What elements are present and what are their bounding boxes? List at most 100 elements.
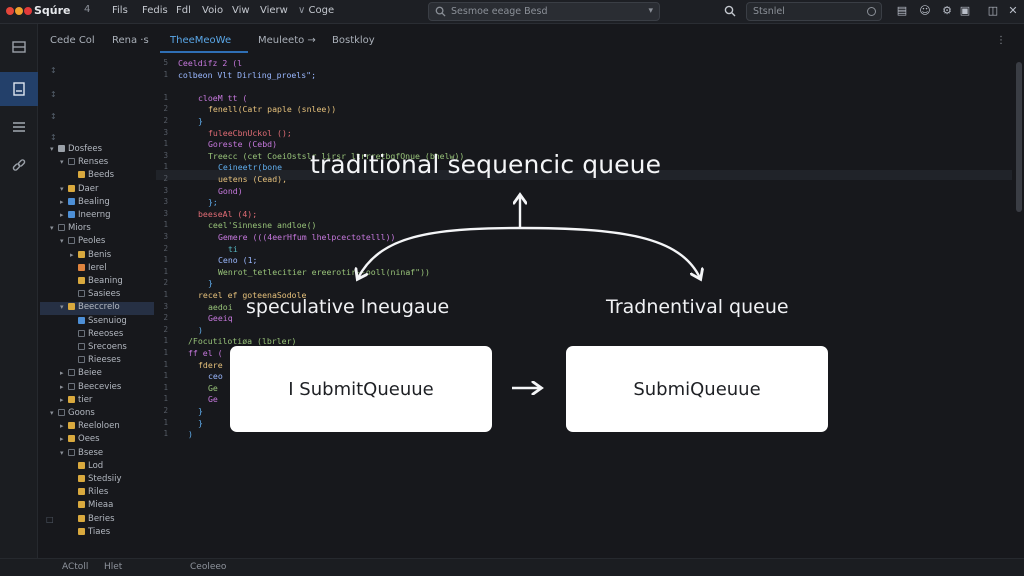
- menu-item[interactable]: Fedis: [142, 5, 168, 16]
- menu-item[interactable]: Voio: [202, 5, 224, 16]
- code-line[interactable]: ): [198, 324, 203, 335]
- code-line[interactable]: ceo: [208, 371, 223, 382]
- status-mid[interactable]: Hlet: [104, 562, 123, 572]
- code-line[interactable]: Gond): [218, 185, 243, 196]
- tree-caret-icon[interactable]: ▸: [60, 211, 64, 219]
- tree-caret-icon[interactable]: ▸: [70, 250, 74, 259]
- tree-item[interactable]: ▾Renses: [40, 157, 154, 170]
- tree-caret-icon[interactable]: ▸: [60, 382, 64, 391]
- tree-item[interactable]: ▾Goons: [40, 408, 154, 421]
- code-line[interactable]: Ge: [208, 382, 218, 393]
- tree-item[interactable]: Beeds: [40, 170, 154, 183]
- tree-caret-icon[interactable]: ▸: [60, 395, 64, 404]
- tree-item[interactable]: ▸Reeloloen: [40, 421, 154, 434]
- tree-item[interactable]: Srecoens: [40, 342, 154, 355]
- menu-item[interactable]: Fdl: [176, 5, 191, 16]
- tab-meuleeto[interactable]: Meuleeto →: [258, 35, 316, 46]
- code-line[interactable]: beeseAl (4);: [198, 208, 258, 219]
- tree-item[interactable]: ▾Bsese: [40, 448, 154, 461]
- tree-item[interactable]: ▸Benis: [40, 250, 154, 263]
- code-line[interactable]: }: [208, 278, 213, 289]
- tree-item[interactable]: Beries: [40, 514, 154, 527]
- status-left[interactable]: ACtoll: [62, 562, 89, 572]
- editor-scrollbar[interactable]: [1016, 62, 1022, 212]
- tree-caret-icon[interactable]: ▾: [60, 303, 64, 312]
- fold-marker[interactable]: ↕: [50, 66, 57, 75]
- tree-caret-icon[interactable]: ▾: [50, 224, 54, 233]
- code-line[interactable]: }: [198, 116, 203, 126]
- tab-active[interactable]: TheeMeoWe: [170, 35, 232, 46]
- tree-item[interactable]: Mieaa: [40, 500, 154, 513]
- close-icon[interactable]: ✕: [1008, 4, 1018, 17]
- search-icon[interactable]: [724, 5, 736, 17]
- tree-item[interactable]: Ssenuiog: [40, 316, 154, 329]
- code-line[interactable]: Ceeldifz 2 (l: [178, 58, 243, 68]
- code-line[interactable]: ceel'Sinnesne andloe(): [208, 220, 317, 231]
- close-window-button[interactable]: [6, 7, 14, 15]
- code-line[interactable]: Ceno (1;: [218, 255, 258, 266]
- filter-input[interactable]: Stsnlel: [746, 2, 882, 21]
- tree-item[interactable]: ▾Dosfees: [40, 144, 154, 157]
- code-line[interactable]: Gemere (((4eerHfum lhelpcectotelll)): [218, 232, 396, 242]
- tree-caret-icon[interactable]: ▸: [60, 197, 64, 206]
- tree-item[interactable]: Rieeses: [40, 355, 154, 368]
- code-line[interactable]: Wenrot_tetlecitier ereerotir--ooll(ninaf…: [218, 266, 430, 277]
- code-line[interactable]: aedoi: [208, 301, 233, 312]
- tree-item[interactable]: Riles: [40, 487, 154, 500]
- tree-caret-icon[interactable]: ▾: [60, 448, 64, 457]
- tree-item[interactable]: ▾Peoles: [40, 236, 154, 249]
- files-toggle[interactable]: [0, 72, 38, 106]
- tree-caret-icon[interactable]: ▾: [60, 158, 64, 167]
- tree-caret-icon[interactable]: ▸: [60, 422, 64, 431]
- tree-caret-icon[interactable]: ▾: [50, 409, 54, 417]
- fold-marker[interactable]: ↕: [50, 133, 57, 142]
- tree-item[interactable]: ▸Oees: [40, 434, 154, 447]
- code-line[interactable]: recel ef goteenaSodole: [198, 290, 307, 300]
- tab-bostkloy[interactable]: Bostkloy: [332, 35, 375, 46]
- tab-rena[interactable]: Rena ·s: [112, 35, 149, 46]
- tree-caret-icon[interactable]: ▾: [60, 184, 64, 193]
- code-line[interactable]: /Focutilotiøa (lbrler): [188, 336, 297, 347]
- tree-caret-icon[interactable]: ▾: [60, 237, 64, 246]
- code-line[interactable]: };: [208, 197, 218, 208]
- code-line[interactable]: uetens (Cead),: [218, 174, 288, 184]
- tree-item[interactable]: ▾Beeccrelo: [40, 302, 154, 316]
- code-line[interactable]: ): [188, 429, 193, 440]
- tree-item[interactable]: Tiaes: [40, 527, 154, 540]
- code-line[interactable]: colbeon Vlt Dirling_proels";: [178, 69, 317, 80]
- code-line[interactable]: Goreste (Cebd): [208, 139, 278, 150]
- tree-item[interactable]: ▾Daer: [40, 184, 154, 197]
- extensions-icon[interactable]: ▤: [896, 4, 908, 17]
- tree-caret-icon[interactable]: ▸: [60, 369, 64, 378]
- code-line[interactable]: fdere: [198, 359, 223, 370]
- menu-item[interactable]: Viw: [232, 5, 250, 16]
- menu-item[interactable]: Vierw: [260, 5, 288, 16]
- tree-item[interactable]: Ierel: [40, 263, 154, 276]
- menu-item[interactable]: ∨ Coge: [298, 5, 334, 16]
- status-right[interactable]: Ceoleeo: [190, 562, 227, 572]
- code-line[interactable]: Geeiq: [208, 313, 233, 324]
- tree-item[interactable]: Lod: [40, 461, 154, 474]
- fold-marker[interactable]: ↕: [50, 112, 57, 121]
- settings-icon[interactable]: ⚙: [942, 4, 952, 17]
- list-toggle[interactable]: [0, 110, 38, 144]
- tree-item[interactable]: ▸tier: [40, 395, 154, 408]
- minimize-window-button[interactable]: [15, 7, 23, 15]
- code-line[interactable]: cloeM tt (: [198, 92, 248, 103]
- tree-item[interactable]: ▸Beiee: [40, 368, 154, 381]
- code-line[interactable]: Ceineetr(bone: [218, 162, 283, 173]
- explorer-toggle[interactable]: [0, 30, 38, 64]
- link-toggle[interactable]: [0, 148, 38, 182]
- code-line[interactable]: ti: [228, 243, 238, 254]
- split-editor-icon[interactable]: ◫: [987, 4, 999, 17]
- tree-item[interactable]: Sasiees: [40, 289, 154, 302]
- maximize-window-button[interactable]: [24, 7, 32, 15]
- code-line[interactable]: fuleeCbnUckol ();: [208, 127, 292, 138]
- tree-item[interactable]: ▾Miors: [40, 223, 154, 236]
- menu-item[interactable]: Fils: [112, 5, 128, 16]
- account-icon[interactable]: ☺: [919, 4, 931, 17]
- code-line[interactable]: Ge: [208, 394, 218, 405]
- tree-caret-icon[interactable]: ▸: [60, 435, 64, 444]
- more-actions-icon[interactable]: ⋮: [996, 35, 1006, 46]
